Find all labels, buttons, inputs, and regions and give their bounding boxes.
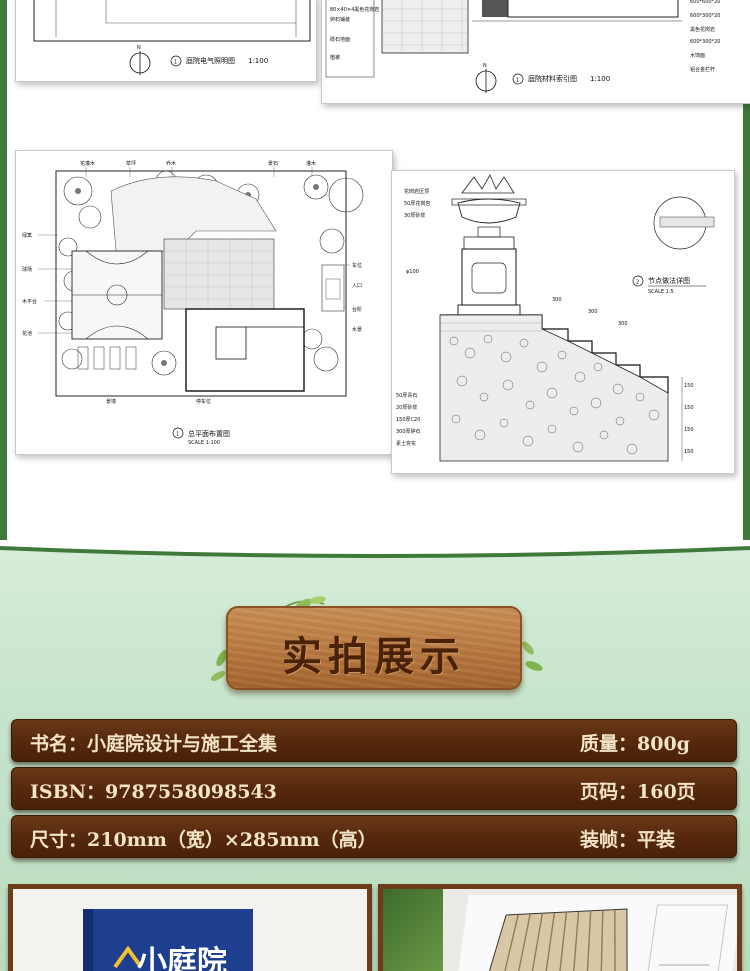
lighting-plan-scale: 1:100 [248, 57, 268, 65]
book-cover: 小庭院 [83, 909, 253, 971]
lighting-plan-drawing: N 1 庭院电气照明图 1:100 [33, 0, 311, 75]
svg-text:300厚碎石: 300厚碎石 [396, 428, 421, 435]
svg-text:30厚砂浆: 30厚砂浆 [404, 212, 425, 219]
lighting-plan-sheet: N 1 庭院电气照明图 1:100 [15, 0, 317, 82]
node-detail-scale: SCALE 1:5 [648, 289, 674, 295]
page-illustration [486, 904, 728, 971]
site-plan-scale: SCALE 1:100 [188, 440, 220, 446]
svg-text:绿篱: 绿篱 [22, 232, 32, 239]
svg-text:铝合金栏杆: 铝合金栏杆 [690, 66, 715, 73]
book-spine [83, 909, 93, 971]
svg-text:黑色花岗岩: 黑色花岗岩 [690, 26, 715, 33]
svg-text:花岗岩压顶: 花岗岩压顶 [404, 188, 429, 195]
drawing-number: 2 [636, 280, 639, 286]
book-cover-title: 小庭院 [137, 945, 227, 971]
site-plan-sheet: 花灌木 草坪 乔木 景石 灌木 绿篱球场 木平台花池 车位入口 台阶水景 景墙 停车位… [15, 150, 393, 455]
svg-text:花灌木: 花灌木 [80, 160, 95, 167]
svg-text:600*300*20: 600*300*20 [690, 39, 720, 45]
interior-page-photo [378, 884, 742, 971]
svg-text:灌木: 灌木 [306, 160, 316, 167]
svg-text:水景: 水景 [352, 326, 362, 333]
plant-photo [383, 889, 443, 971]
site-plan-caption: 总平面布置图 [188, 429, 230, 438]
svg-text:150: 150 [684, 449, 694, 455]
svg-text:80×40×4黑色花岗岩: 80×40×4黑色花岗岩 [330, 6, 379, 13]
material-index-scale: 1:100 [590, 75, 610, 83]
svg-text:600*300*20: 600*300*20 [690, 13, 720, 19]
material-index-sheet: 80×40×4黑色花岗岩 卵石铺装 砾石地面 植被 600*600*20 600… [321, 0, 750, 104]
svg-text:600*600*20: 600*600*20 [690, 0, 720, 5]
isbn-info: ISBN：9787558098543 [30, 781, 277, 803]
svg-text:150: 150 [684, 383, 694, 389]
drawing-number: 1 [176, 432, 179, 438]
svg-text:植被: 植被 [330, 54, 340, 61]
section-title-board: 实拍展示 [226, 606, 522, 690]
svg-text:砾石地面: 砾石地面 [330, 36, 350, 43]
svg-text:景石: 景石 [268, 160, 278, 167]
node-detail-sheet: 150 150 150 150 花岗岩压顶 50厚花岗岩 30厚砂浆 φ100 50厚青… [391, 170, 735, 474]
section-divider [0, 540, 750, 558]
node-detail-caption: 节点做法详图 [648, 276, 690, 285]
weight-info: 质量：800g [580, 733, 690, 755]
binding-info: 装帧：平装 [580, 829, 676, 851]
node-detail-drawing: 150 150 150 150 花岗岩压顶 50厚花岗岩 30厚砂浆 φ100 50厚青… [396, 174, 715, 462]
material-index-drawing: 80×40×4黑色花岗岩 卵石铺装 砾石地面 植被 600*600*20 600… [325, 0, 720, 93]
open-book-page [457, 895, 737, 971]
svg-text:木平台: 木平台 [22, 298, 37, 305]
svg-text:φ100: φ100 [406, 269, 419, 275]
svg-text:50厚青石: 50厚青石 [396, 392, 417, 399]
material-index-caption: 庭院材料索引图 [528, 74, 577, 83]
svg-text:草坪: 草坪 [126, 160, 136, 167]
svg-text:球场: 球场 [22, 266, 32, 273]
svg-text:素土夯实: 素土夯实 [396, 440, 416, 447]
north-label: N [483, 63, 487, 69]
svg-text:150: 150 [684, 427, 694, 433]
svg-text:20厚砂浆: 20厚砂浆 [396, 404, 417, 411]
drawing-number: 1 [174, 60, 177, 66]
svg-text:150: 150 [684, 405, 694, 411]
svg-text:300: 300 [588, 309, 598, 315]
svg-text:花池: 花池 [22, 330, 32, 337]
svg-text:乔木: 乔木 [166, 160, 176, 167]
size-info: 尺寸：210mm（宽）×285mm（高） [30, 829, 377, 851]
north-label: N [137, 45, 141, 51]
drawings-section: N 1 庭院电气照明图 1:100 80×40×4黑色花岗岩 卵石铺装 砾石地 [0, 0, 750, 558]
wood-grain [228, 608, 520, 688]
pages-info: 页码：160页 [580, 781, 696, 803]
svg-text:入口: 入口 [352, 283, 362, 289]
section-title: 实拍展示 [282, 633, 466, 680]
svg-text:景墙: 景墙 [106, 398, 116, 405]
svg-text:卵石铺装: 卵石铺装 [330, 16, 350, 23]
svg-text:300: 300 [552, 297, 562, 303]
svg-text:车位: 车位 [352, 262, 362, 269]
house-logo-icon [113, 945, 143, 969]
drawing-number: 1 [516, 78, 519, 84]
info-bar-isbn-pages: ISBN：9787558098543 页码：160页 [11, 767, 737, 810]
svg-text:木饰面: 木饰面 [690, 52, 705, 59]
svg-text:50厚花岗岩: 50厚花岗岩 [404, 200, 430, 207]
book-cover-photo: 小庭院 [8, 884, 372, 971]
book-title-info: 书名：小庭院设计与施工全集 [30, 733, 278, 755]
info-bar-size-binding: 尺寸：210mm（宽）×285mm（高） 装帧：平装 [11, 815, 737, 858]
lighting-plan-caption: 庭院电气照明图 [186, 56, 235, 65]
svg-text:台阶: 台阶 [352, 306, 362, 313]
svg-text:300: 300 [618, 321, 628, 327]
svg-text:150厚C20: 150厚C20 [396, 417, 420, 423]
info-bar-title-weight: 书名：小庭院设计与施工全集 质量：800g [11, 719, 737, 762]
svg-text:停车位: 停车位 [196, 398, 211, 405]
